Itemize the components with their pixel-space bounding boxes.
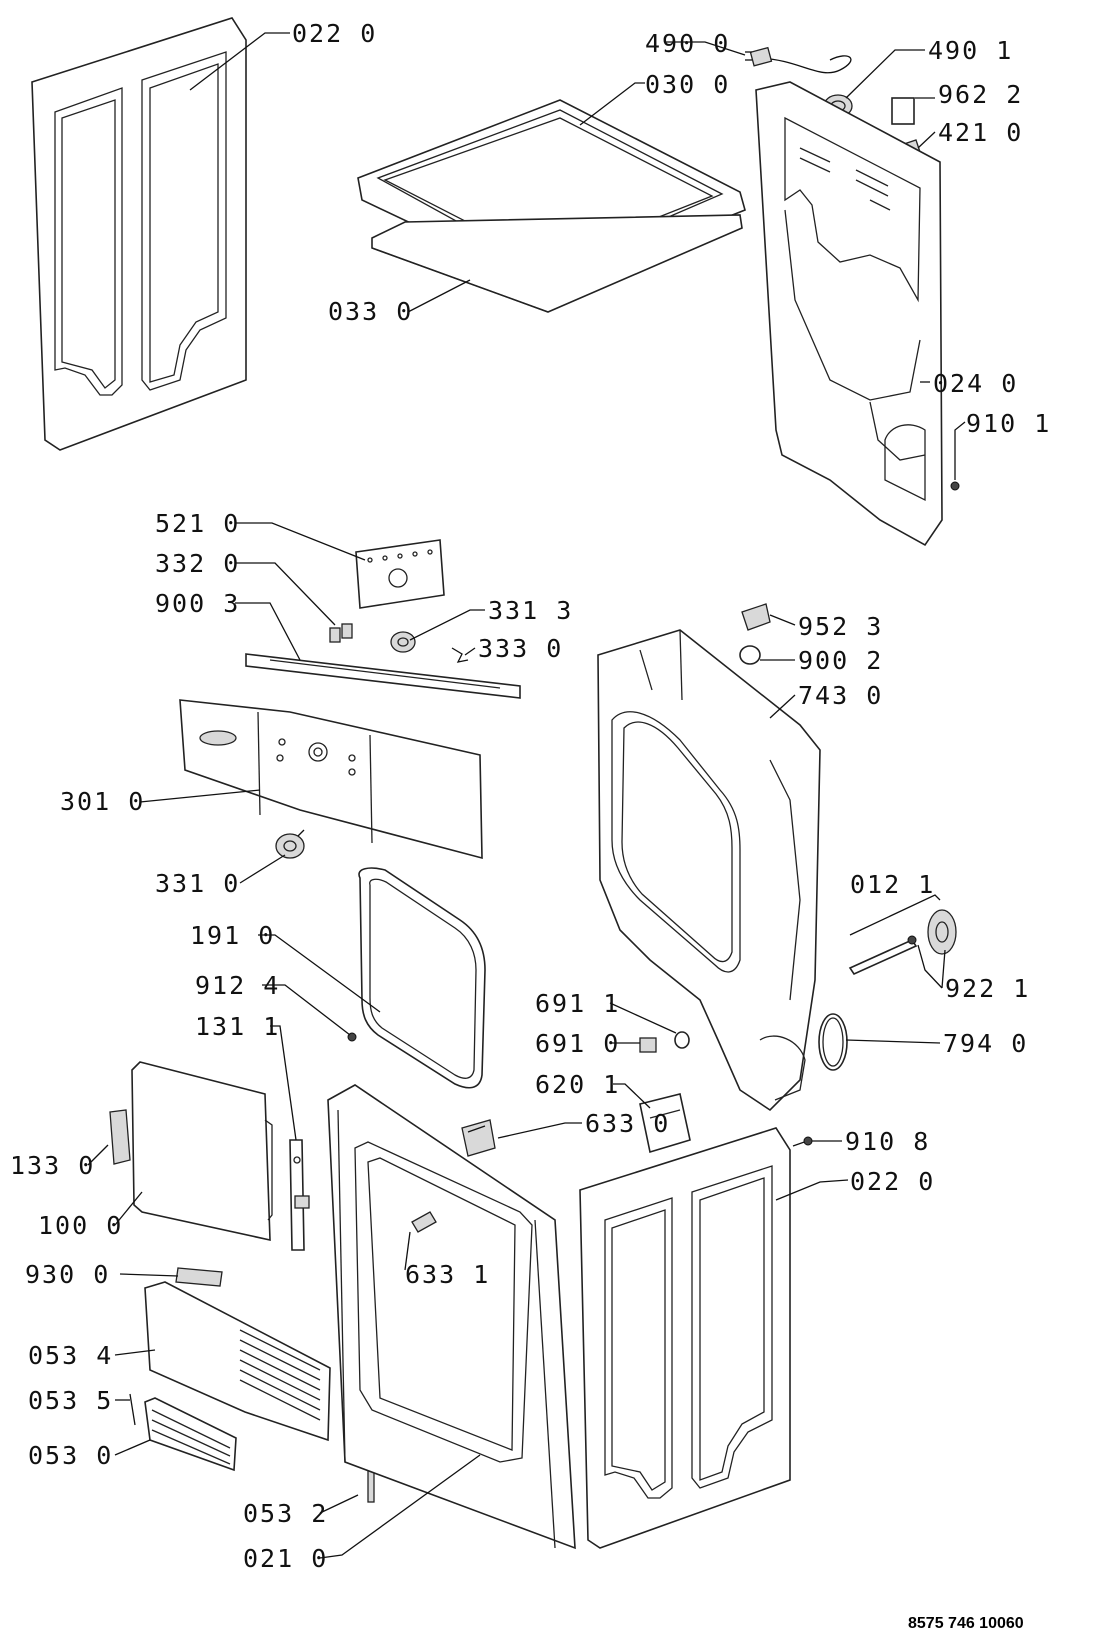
part-label: 952 3 [798, 612, 883, 641]
kickplate-grill [144, 1397, 237, 1472]
lid-plate [371, 214, 743, 313]
part-label: 620 1 [535, 1070, 620, 1099]
part-label: 053 2 [243, 1499, 328, 1528]
part-labels: 022 0 490 0 490 1 030 0 962 2 421 0 033 … [10, 19, 1051, 1573]
part-label: 030 0 [645, 70, 730, 99]
filter-part [175, 1267, 223, 1287]
part-label: 490 1 [928, 36, 1013, 65]
info-label [891, 97, 915, 125]
drive-belt [818, 1013, 848, 1071]
part-label: 910 8 [845, 1127, 930, 1156]
spring-part [451, 647, 469, 663]
leader-lines [87, 32, 966, 1559]
part-label: 131 1 [195, 1012, 280, 1041]
part-label: 962 2 [938, 80, 1023, 109]
front-panel [327, 1084, 576, 1550]
sensor-part [639, 1037, 657, 1053]
door-handle [109, 1109, 131, 1165]
door-interlock [639, 1093, 691, 1154]
hinge-plate [289, 1139, 310, 1251]
part-label: 333 0 [478, 634, 563, 663]
part-label: 024 0 [933, 369, 1018, 398]
rear-panel [755, 81, 943, 547]
part-label: 633 0 [585, 1109, 670, 1138]
drum-housing [597, 629, 821, 1112]
part-label: 691 0 [535, 1029, 620, 1058]
part-label: 301 0 [60, 787, 145, 816]
part-label: 100 0 [38, 1211, 123, 1240]
part-label: 053 4 [28, 1341, 113, 1370]
support-rail [245, 653, 521, 699]
part-label: 033 0 [328, 297, 413, 326]
part-label: 900 3 [155, 589, 240, 618]
part-label: 021 0 [243, 1544, 328, 1573]
seal-ring [674, 1031, 690, 1049]
small-knob [390, 631, 416, 653]
control-bracket [355, 539, 445, 609]
part-label: 022 0 [850, 1167, 935, 1196]
part-label: 900 2 [798, 646, 883, 675]
part-label: 331 3 [488, 596, 573, 625]
control-knob [275, 829, 305, 859]
part-label: 332 0 [155, 549, 240, 578]
door-gasket [358, 867, 486, 1089]
control-panel [179, 699, 483, 860]
part-label: 521 0 [155, 509, 240, 538]
part-label: 910 1 [966, 409, 1051, 438]
part-label: 633 1 [405, 1260, 490, 1289]
screw-910-1 [950, 481, 960, 491]
part-label: 912 4 [195, 971, 280, 1000]
reference-code: 8575 746 10060 [908, 1615, 1024, 1632]
part-label: 053 5 [28, 1386, 113, 1415]
part-label: 022 0 [292, 19, 377, 48]
drive-belt-inner [822, 1017, 844, 1067]
part-label: 490 0 [645, 29, 730, 58]
power-cord [745, 46, 852, 74]
foot-part [739, 645, 761, 665]
part-label: 421 0 [938, 118, 1023, 147]
part-label: 191 0 [190, 921, 275, 950]
part-label: 012 1 [850, 870, 935, 899]
screw-910-8 [792, 1136, 813, 1147]
pin-part [129, 1393, 136, 1426]
door-latch [411, 1211, 437, 1233]
part-label: 691 1 [535, 989, 620, 1018]
part-label: 331 0 [155, 869, 240, 898]
drum-shaft [848, 909, 957, 976]
inner-door [131, 1061, 273, 1242]
side-panel-left [31, 17, 247, 451]
part-label: 922 1 [945, 974, 1030, 1003]
part-label: 133 0 [10, 1151, 95, 1180]
switch-part [329, 623, 353, 643]
part-label: 743 0 [798, 681, 883, 710]
part-label: 053 0 [28, 1441, 113, 1470]
lock-part [461, 1119, 496, 1157]
kickplate-frame [144, 1281, 331, 1442]
side-panel-right [579, 1127, 791, 1549]
part-label: 794 0 [943, 1029, 1028, 1058]
connector-part [741, 603, 771, 631]
part-label: 930 0 [25, 1260, 110, 1289]
